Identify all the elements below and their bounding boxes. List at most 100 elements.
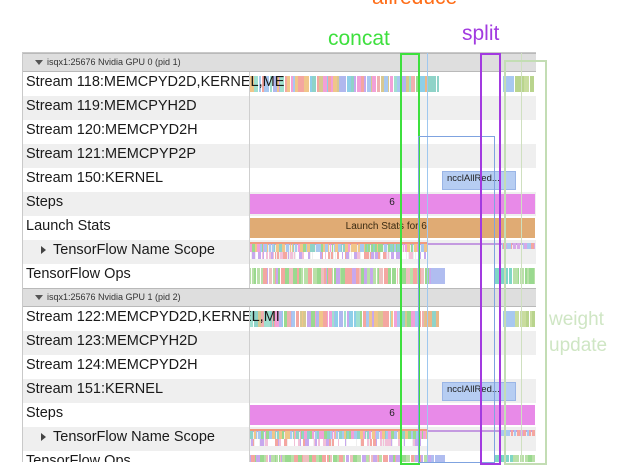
- trace-event-block[interactable]: [380, 439, 382, 446]
- trace-event-block[interactable]: [421, 455, 423, 462]
- trace-event-block[interactable]: [304, 252, 305, 259]
- row-label[interactable]: Stream 151:KERNEL: [26, 381, 163, 397]
- trace-event-block[interactable]: [393, 242, 394, 252]
- trace-event-block[interactable]: [386, 252, 387, 259]
- trace-event-block[interactable]: [342, 252, 343, 259]
- trace-event-block[interactable]: [307, 242, 310, 252]
- trace-event-block[interactable]: [528, 455, 530, 462]
- trace-event-block[interactable]: [505, 455, 509, 462]
- trace-event-block[interactable]: [514, 430, 516, 436]
- trace-event-block[interactable]: [262, 76, 264, 92]
- trace-event-block[interactable]: [364, 242, 365, 252]
- trace-event-block[interactable]: [397, 242, 400, 252]
- trace-event-block[interactable]: [373, 455, 377, 462]
- trace-event-block[interactable]: [328, 252, 330, 259]
- trace-event-block[interactable]: [327, 76, 328, 92]
- trace-event-block[interactable]: [304, 429, 307, 439]
- trace-event-block[interactable]: [391, 439, 392, 446]
- trace-event-block[interactable]: [527, 243, 528, 249]
- trace-event-block[interactable]: [315, 429, 317, 439]
- trace-event-block[interactable]: [295, 76, 298, 92]
- trace-event-block[interactable]: [403, 252, 406, 259]
- trace-event-block[interactable]: [363, 429, 365, 439]
- trace-event-block[interactable]: [530, 455, 531, 462]
- trace-event-block[interactable]: [346, 252, 349, 259]
- trace-event-block[interactable]: [334, 268, 336, 284]
- trace-event-block[interactable]: [327, 429, 330, 439]
- trace-event-block[interactable]: [431, 76, 434, 92]
- trace-event-block[interactable]: [323, 252, 325, 259]
- trace-event-block[interactable]: [414, 455, 415, 462]
- trace-event-block[interactable]: [335, 429, 336, 439]
- trace-event-block[interactable]: [267, 268, 268, 284]
- trace-event-block[interactable]: [438, 455, 440, 462]
- trace-event-block[interactable]: [332, 76, 333, 92]
- trace-event-block[interactable]: [391, 311, 393, 327]
- trace-event-block[interactable]: [406, 268, 410, 284]
- trace-event-block[interactable]: [410, 268, 413, 284]
- trace-event-block[interactable]: [523, 430, 526, 436]
- trace-event-block[interactable]: [387, 429, 388, 439]
- trace-event-block[interactable]: [441, 455, 445, 462]
- trace-event-block[interactable]: [386, 311, 389, 327]
- trace-event-block[interactable]: [403, 242, 404, 252]
- trace-event-block[interactable]: [316, 455, 319, 462]
- trace-event-block[interactable]: [431, 455, 434, 462]
- trace-event-block[interactable]: [509, 243, 511, 249]
- trace-event-block[interactable]: [347, 311, 349, 327]
- trace-event-block[interactable]: [378, 252, 380, 259]
- trace-event-block[interactable]: [388, 439, 391, 446]
- trace-event-block[interactable]: [269, 268, 272, 284]
- trace-event-block[interactable]: [308, 268, 312, 284]
- trace-event-block[interactable]: [352, 268, 356, 284]
- trace-event-block[interactable]: [266, 429, 269, 439]
- trace-event-block[interactable]: [522, 311, 525, 327]
- trace-event-block[interactable]: [308, 76, 309, 92]
- trace-event-block[interactable]: [301, 429, 302, 439]
- trace-event-block[interactable]: [382, 429, 385, 439]
- trace-event-block[interactable]: [528, 243, 531, 249]
- trace-event-block[interactable]: [533, 311, 535, 327]
- trace-event-block[interactable]: [340, 268, 341, 284]
- trace-event-block[interactable]: [301, 439, 303, 446]
- trace-event-block[interactable]: [405, 242, 407, 252]
- trace-event-block[interactable]: [369, 311, 372, 327]
- row-label[interactable]: Steps: [26, 194, 63, 210]
- trace-event-block[interactable]: [272, 439, 275, 446]
- trace-event-block[interactable]: [413, 439, 415, 446]
- trace-event-block[interactable]: [349, 311, 353, 327]
- trace-event-block[interactable]: [294, 455, 298, 462]
- group-header-row[interactable]: isqx1:25676 Nvidia GPU 0 (pid 1): [23, 53, 536, 72]
- trace-event-block[interactable]: [495, 268, 500, 284]
- trace-event-block[interactable]: [503, 243, 504, 249]
- trace-event-block[interactable]: [377, 439, 380, 446]
- trace-event-block[interactable]: [279, 242, 282, 252]
- trace-event-block[interactable]: [271, 455, 275, 462]
- row-label[interactable]: TensorFlow Ops: [26, 266, 131, 282]
- trace-event-block[interactable]: [269, 429, 272, 439]
- trace-event-block[interactable]: [300, 76, 304, 92]
- trace-event-block[interactable]: [311, 252, 312, 259]
- trace-event-block[interactable]: [420, 439, 421, 446]
- trace-event-block[interactable]: [250, 268, 251, 284]
- trace-event-block[interactable]: [375, 242, 377, 252]
- row-label[interactable]: TensorFlow Name Scope: [41, 242, 215, 258]
- trace-event-block[interactable]: [254, 76, 258, 92]
- trace-event-block[interactable]: [285, 268, 289, 284]
- trace-event-block[interactable]: [258, 439, 259, 446]
- trace-event-block[interactable]: [261, 268, 262, 284]
- trace-event-block[interactable]: [415, 439, 418, 446]
- trace-event-block[interactable]: [513, 268, 515, 284]
- trace-event-block[interactable]: [367, 439, 369, 446]
- timeline-row[interactable]: TensorFlow Ops: [23, 451, 536, 462]
- trace-event-block[interactable]: [414, 242, 416, 252]
- trace-event-block[interactable]: [339, 455, 340, 462]
- trace-event-block[interactable]: [336, 429, 338, 439]
- trace-event-block[interactable]: [342, 439, 345, 446]
- trace-event-block[interactable]: [422, 429, 423, 439]
- trace-event-block[interactable]: [411, 242, 412, 252]
- trace-event-block[interactable]: [264, 76, 267, 92]
- trace-event-block[interactable]: [277, 242, 279, 252]
- trace-event-block[interactable]: [513, 455, 515, 462]
- trace-event-block[interactable]: [401, 311, 405, 327]
